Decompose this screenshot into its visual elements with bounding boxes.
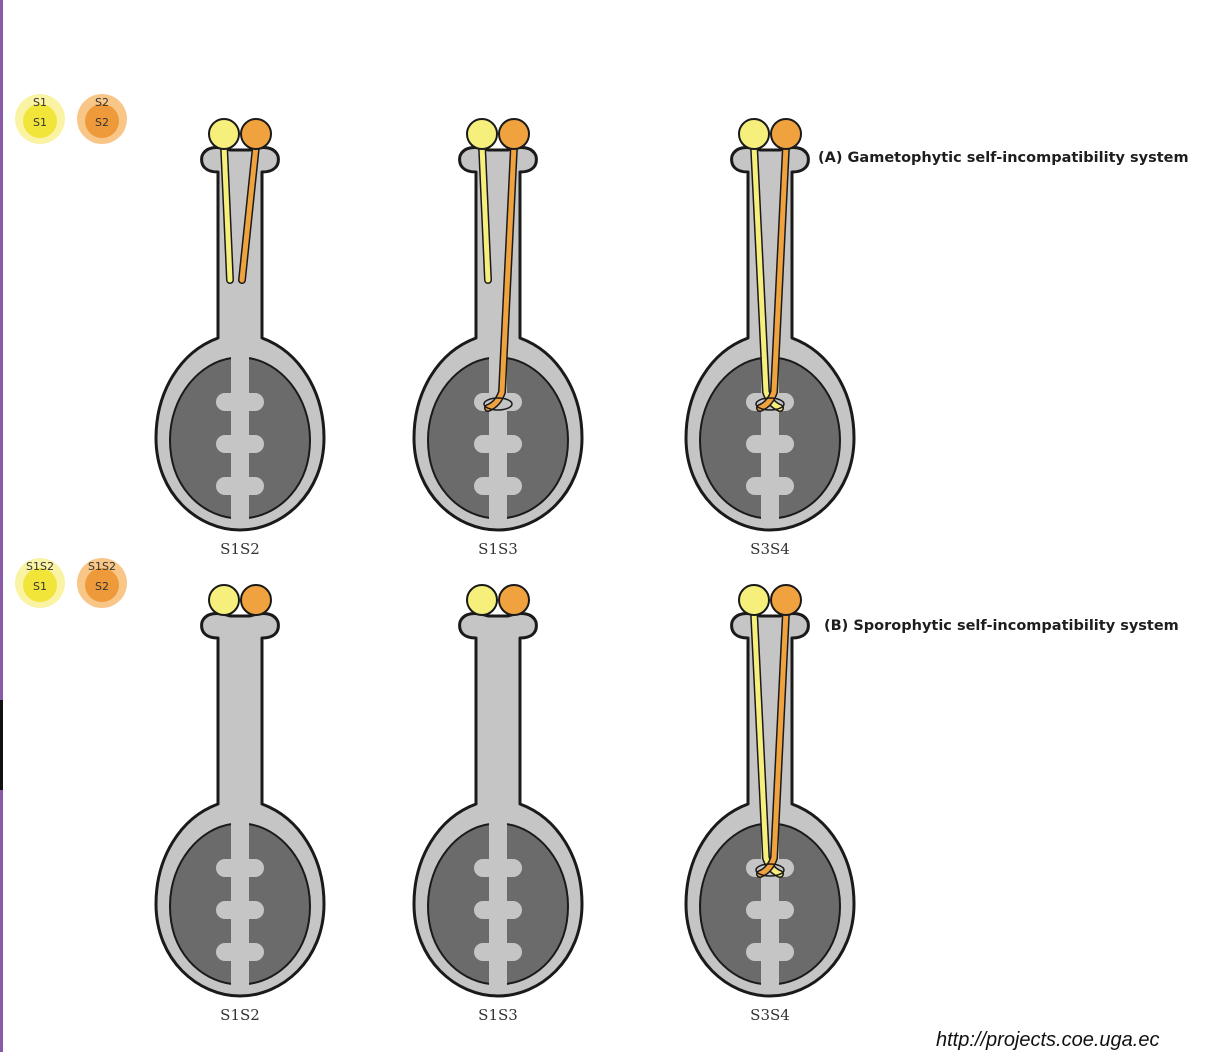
pollen-grain-s2	[499, 119, 529, 149]
pollen-grain-s1	[209, 119, 239, 149]
ovule	[474, 901, 522, 919]
pistil	[686, 119, 854, 530]
ovule	[216, 859, 264, 877]
pollen-grain-s1	[739, 119, 769, 149]
pistil-label-a3: S3S4	[750, 540, 790, 558]
ovule	[746, 435, 794, 453]
left-edge-dark-mark	[0, 700, 3, 790]
pollen-grain-s2	[499, 585, 529, 615]
pistil-label-a2: S1S3	[478, 540, 518, 558]
key-pollen-top-label: S1	[33, 96, 47, 109]
ovule	[216, 901, 264, 919]
key-pollen-s2-sporophytic: S1S2 S2	[77, 558, 127, 608]
pistil	[156, 585, 324, 996]
ovule	[474, 943, 522, 961]
ovule	[746, 943, 794, 961]
pistil-label-b2: S1S3	[478, 1006, 518, 1024]
pollen-grain-s1	[739, 585, 769, 615]
pistil-label-a1: S1S2	[220, 540, 260, 558]
ovule	[474, 477, 522, 495]
pistil-label-b3: S3S4	[750, 1006, 790, 1024]
key-pollen-top-label: S1S2	[88, 560, 116, 573]
panel-a-title: (A) Gametophytic self-incompatibility sy…	[818, 150, 1189, 166]
pollen-grain-s2	[241, 585, 271, 615]
key-pollen-s1-gametophytic: S1 S1	[15, 94, 65, 144]
key-pollen-top-label: S1S2	[26, 560, 54, 573]
ovule	[474, 859, 522, 877]
pollen-grain-s2	[771, 585, 801, 615]
pistil-label-b1: S1S2	[220, 1006, 260, 1024]
key-pollen-inner-label: S2	[95, 580, 109, 593]
pollen-grain-s2	[771, 119, 801, 149]
key-pollen-s2-gametophytic: S2 S2	[77, 94, 127, 144]
pistil	[414, 119, 582, 530]
ovule	[746, 901, 794, 919]
key-pollen-inner-label: S2	[95, 116, 109, 129]
key-pollen-inner-label: S1	[33, 116, 47, 129]
pistil	[686, 585, 854, 996]
ovule	[216, 393, 264, 411]
source-url: http://projects.coe.uga.ec	[936, 1029, 1159, 1051]
pollen-grain-s1	[209, 585, 239, 615]
pollen-grain-s2	[241, 119, 271, 149]
key-pollen-top-label: S2	[95, 96, 109, 109]
ovule	[216, 477, 264, 495]
ovule	[216, 943, 264, 961]
pollen-grain-s1	[467, 119, 497, 149]
ovule	[216, 435, 264, 453]
panel-b-title: (B) Sporophytic self-incompatibility sys…	[824, 618, 1179, 634]
key-pollen-inner-label: S1	[33, 580, 47, 593]
ovule	[746, 477, 794, 495]
left-edge-line	[0, 0, 3, 1052]
pistil	[414, 585, 582, 996]
pollen-grain-s1	[467, 585, 497, 615]
key-pollen-s1-sporophytic: S1S2 S1	[15, 558, 65, 608]
pistil	[156, 119, 324, 530]
ovule	[474, 435, 522, 453]
